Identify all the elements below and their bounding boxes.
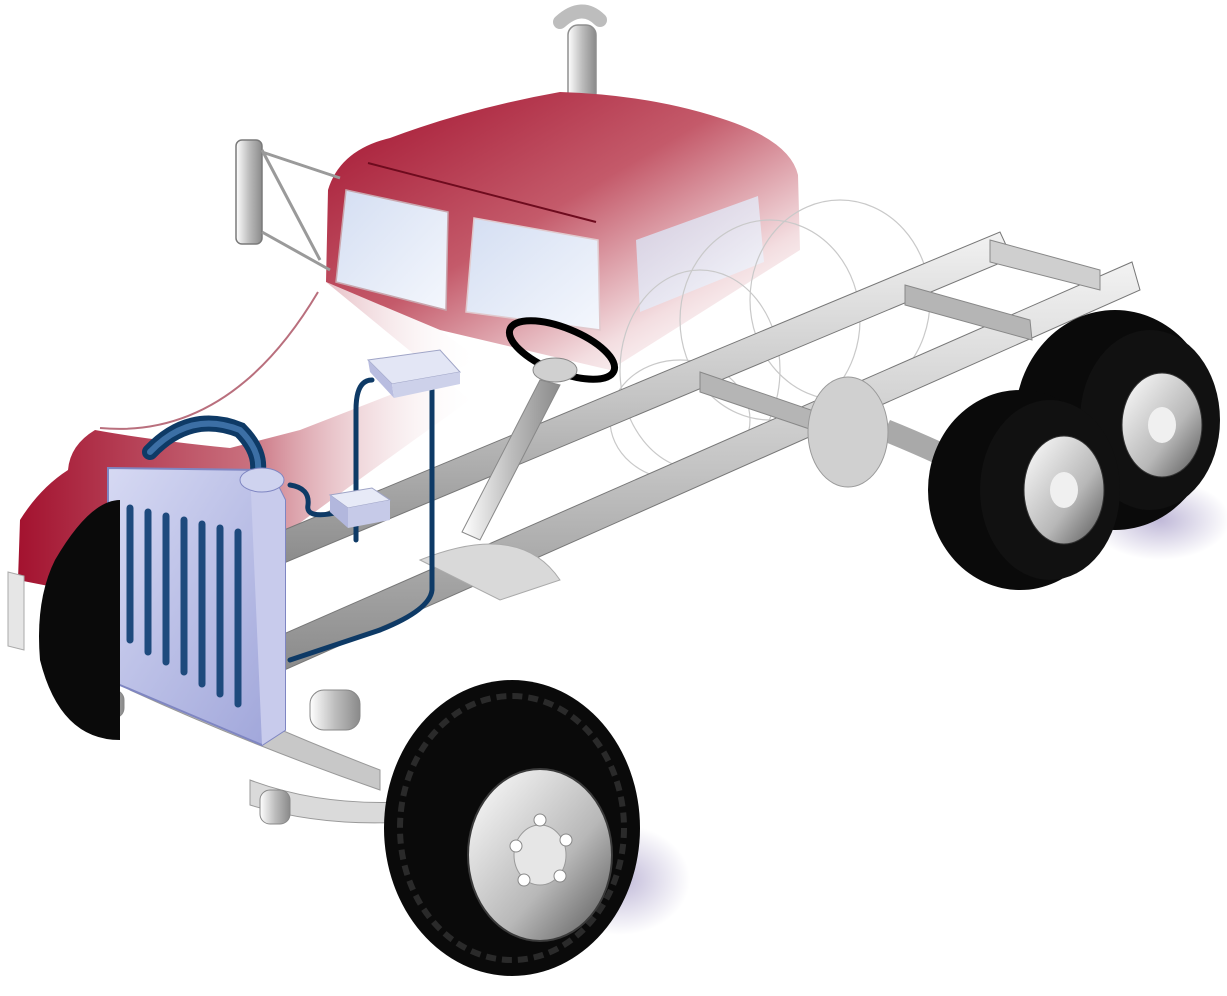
radiator xyxy=(108,468,285,745)
radiator-cap xyxy=(240,468,284,492)
rear-wheel-front xyxy=(928,390,1120,590)
rear-axle-hub xyxy=(808,377,888,487)
front-wheel xyxy=(384,680,640,976)
side-mirror xyxy=(236,140,340,270)
hood-crease-line xyxy=(100,292,318,429)
shackle-front xyxy=(310,690,360,730)
exhaust-stack xyxy=(560,11,600,103)
shackle-rear xyxy=(260,790,290,824)
